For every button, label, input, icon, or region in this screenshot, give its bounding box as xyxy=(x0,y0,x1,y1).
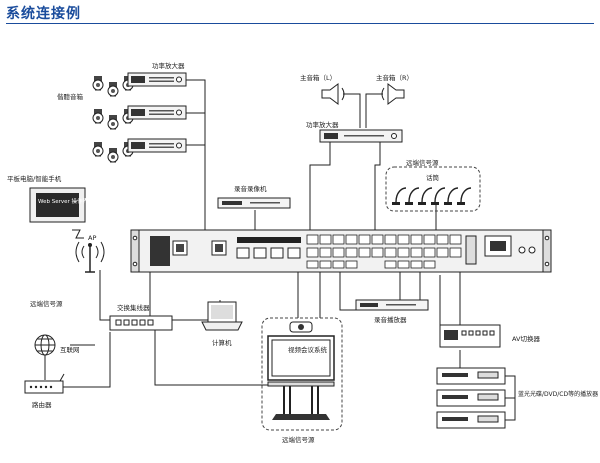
gooseneck-mics xyxy=(391,187,472,206)
av-switcher-label: AV切换器 xyxy=(512,334,540,343)
player-device xyxy=(355,299,429,311)
recorder-device xyxy=(217,197,291,209)
main-unit-device xyxy=(130,229,552,273)
video-conf-label: 视频会议系统 xyxy=(288,345,328,354)
main-speaker-left-icon xyxy=(321,83,345,105)
follow-speakers-label: 偕聽音箱 xyxy=(57,92,84,101)
power-amplifiers-top xyxy=(127,72,187,153)
router-device xyxy=(24,373,65,394)
main-speaker-right-icon xyxy=(381,83,405,105)
remote-source-left-label: 远端信号源 xyxy=(30,299,63,308)
internet-label: 互联网 xyxy=(60,345,80,354)
video-conf-box xyxy=(261,317,343,431)
switch-label: 交换集线器 xyxy=(117,303,150,312)
internet-globe-icon xyxy=(34,334,56,356)
disc-players-stack xyxy=(436,367,506,429)
follow-speakers-group xyxy=(92,75,134,163)
switch-hub-device xyxy=(109,315,173,331)
video-conf-camera-icon xyxy=(289,321,313,333)
remote-source-label: 远端信号源 xyxy=(406,158,439,167)
page-title: 系统连接例 xyxy=(6,6,81,22)
computer-label: 计算机 xyxy=(212,338,232,347)
power-amp-main-label: 功率放大器 xyxy=(306,120,339,129)
computer-laptop-icon xyxy=(201,301,243,331)
router-label: 路由器 xyxy=(32,400,52,409)
disc-players-label: 蓝光光碟/DVD/CD等的播放器 xyxy=(518,390,598,398)
recorder-label: 录音录像机 xyxy=(234,184,267,193)
power-amp-main xyxy=(319,129,403,143)
gooseneck-label: 话筒 xyxy=(426,173,440,182)
video-conf-monitor xyxy=(267,335,335,420)
tablet-label: 平板电脑/智能手机 xyxy=(7,174,62,183)
player-label: 录音播放器 xyxy=(374,315,407,324)
power-amp-top-label: 功率放大器 xyxy=(152,61,185,70)
tablet-screen-text: Web Server 操作界面 xyxy=(38,197,94,205)
main-speaker-right-label: 主音箱（R） xyxy=(376,73,413,82)
title-underline xyxy=(6,23,594,24)
ap-antenna-icon xyxy=(72,229,105,273)
main-speaker-left-label: 主音箱（L） xyxy=(300,73,336,82)
av-switcher-device xyxy=(439,324,501,348)
ap-label: AP xyxy=(88,234,96,242)
tablet-device xyxy=(29,187,86,223)
remote-source-mic-box xyxy=(385,166,481,212)
remote-source-bottom-label: 远端信号源 xyxy=(282,435,315,444)
